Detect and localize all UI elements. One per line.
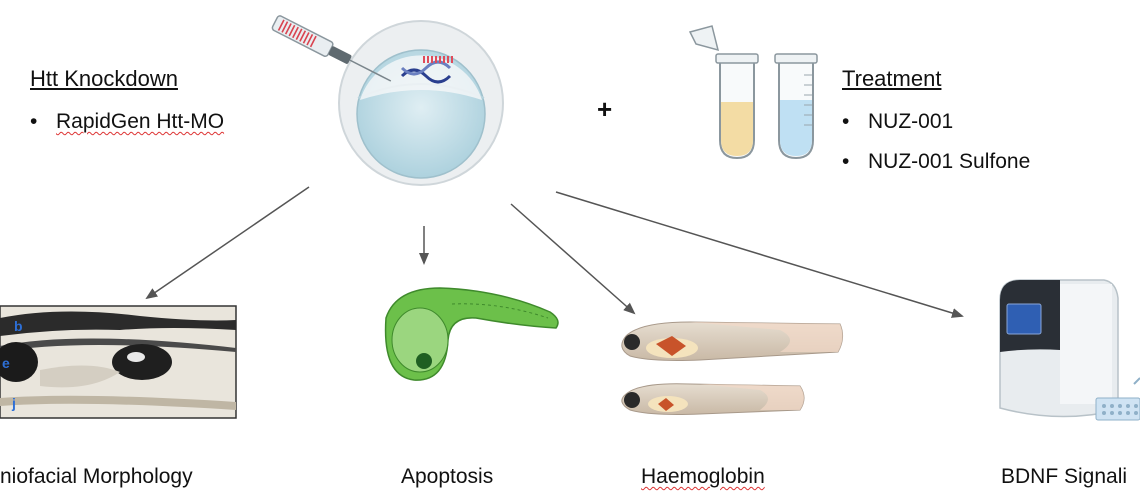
microinjection-egg-illustration xyxy=(338,20,504,186)
plus-sign: + xyxy=(597,94,613,124)
bullet-dot-icon: • xyxy=(842,150,850,173)
syringe-icon xyxy=(271,15,392,82)
caption-bdnf: BDNF Signali xyxy=(1001,465,1128,488)
zebrafish-head-photo xyxy=(0,305,237,419)
marker-b: b xyxy=(14,318,23,334)
plate-reader-instrument xyxy=(999,279,1140,421)
stained-larvae-illustration xyxy=(621,321,844,415)
right-bullet-item-1: • NUZ-001 xyxy=(842,110,953,134)
bullet-dot-icon: • xyxy=(30,110,38,133)
photo-marker-labels: b e j xyxy=(2,318,23,411)
left-bullet-item: • RapidGen Htt-MO xyxy=(30,110,224,134)
workflow-arrows xyxy=(145,186,964,318)
caption-craniofacial: niofacial Morphology xyxy=(0,465,193,488)
right-bullet-label-1: NUZ-001 xyxy=(868,110,954,133)
marker-e: e xyxy=(2,355,10,371)
arrow-to-craniofacial xyxy=(145,186,310,300)
bullet-dot-icon: • xyxy=(842,110,850,133)
treatment-heading: Treatment xyxy=(842,66,942,91)
right-bullet-label-2: NUZ-001 Sulfone xyxy=(868,150,1031,173)
right-bullet-item-2: • NUZ-001 Sulfone xyxy=(842,150,1030,174)
reagent-tubes-icon xyxy=(688,25,818,160)
arrow-to-bdnf xyxy=(555,191,964,318)
htt-knockdown-heading: Htt Knockdown xyxy=(30,66,178,91)
arrow-to-haemoglobin xyxy=(510,203,636,315)
caption-apoptosis: Apoptosis xyxy=(401,465,494,488)
green-embryo-illustration xyxy=(384,287,559,381)
dna-strand-icon xyxy=(400,56,453,84)
marker-j: j xyxy=(11,395,16,411)
caption-haemoglobin: Haemoglobin xyxy=(641,465,765,488)
left-bullet-label: RapidGen Htt-MO xyxy=(56,110,225,133)
